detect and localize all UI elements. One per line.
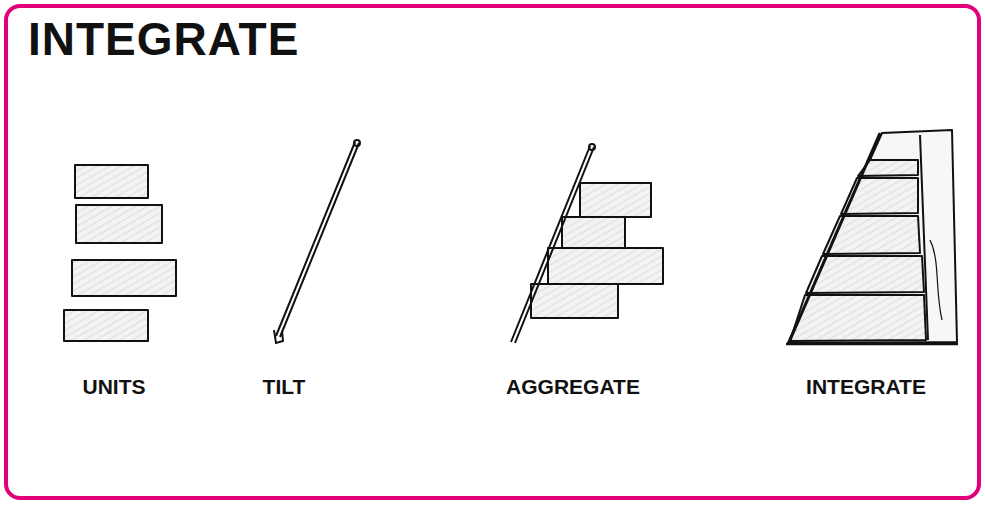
step-label: UNITS xyxy=(83,374,146,399)
units-sketch xyxy=(64,165,176,341)
diagram-title: INTEGRATE xyxy=(28,14,299,65)
step-label: AGGREGATE xyxy=(506,374,640,399)
integrate-sketch xyxy=(786,130,958,344)
tilt-sketch xyxy=(274,140,360,343)
step-label: TILT xyxy=(263,374,306,399)
frame-border xyxy=(6,6,979,498)
aggregate-sketch xyxy=(511,144,663,343)
step-label: INTEGRATE xyxy=(806,374,926,399)
